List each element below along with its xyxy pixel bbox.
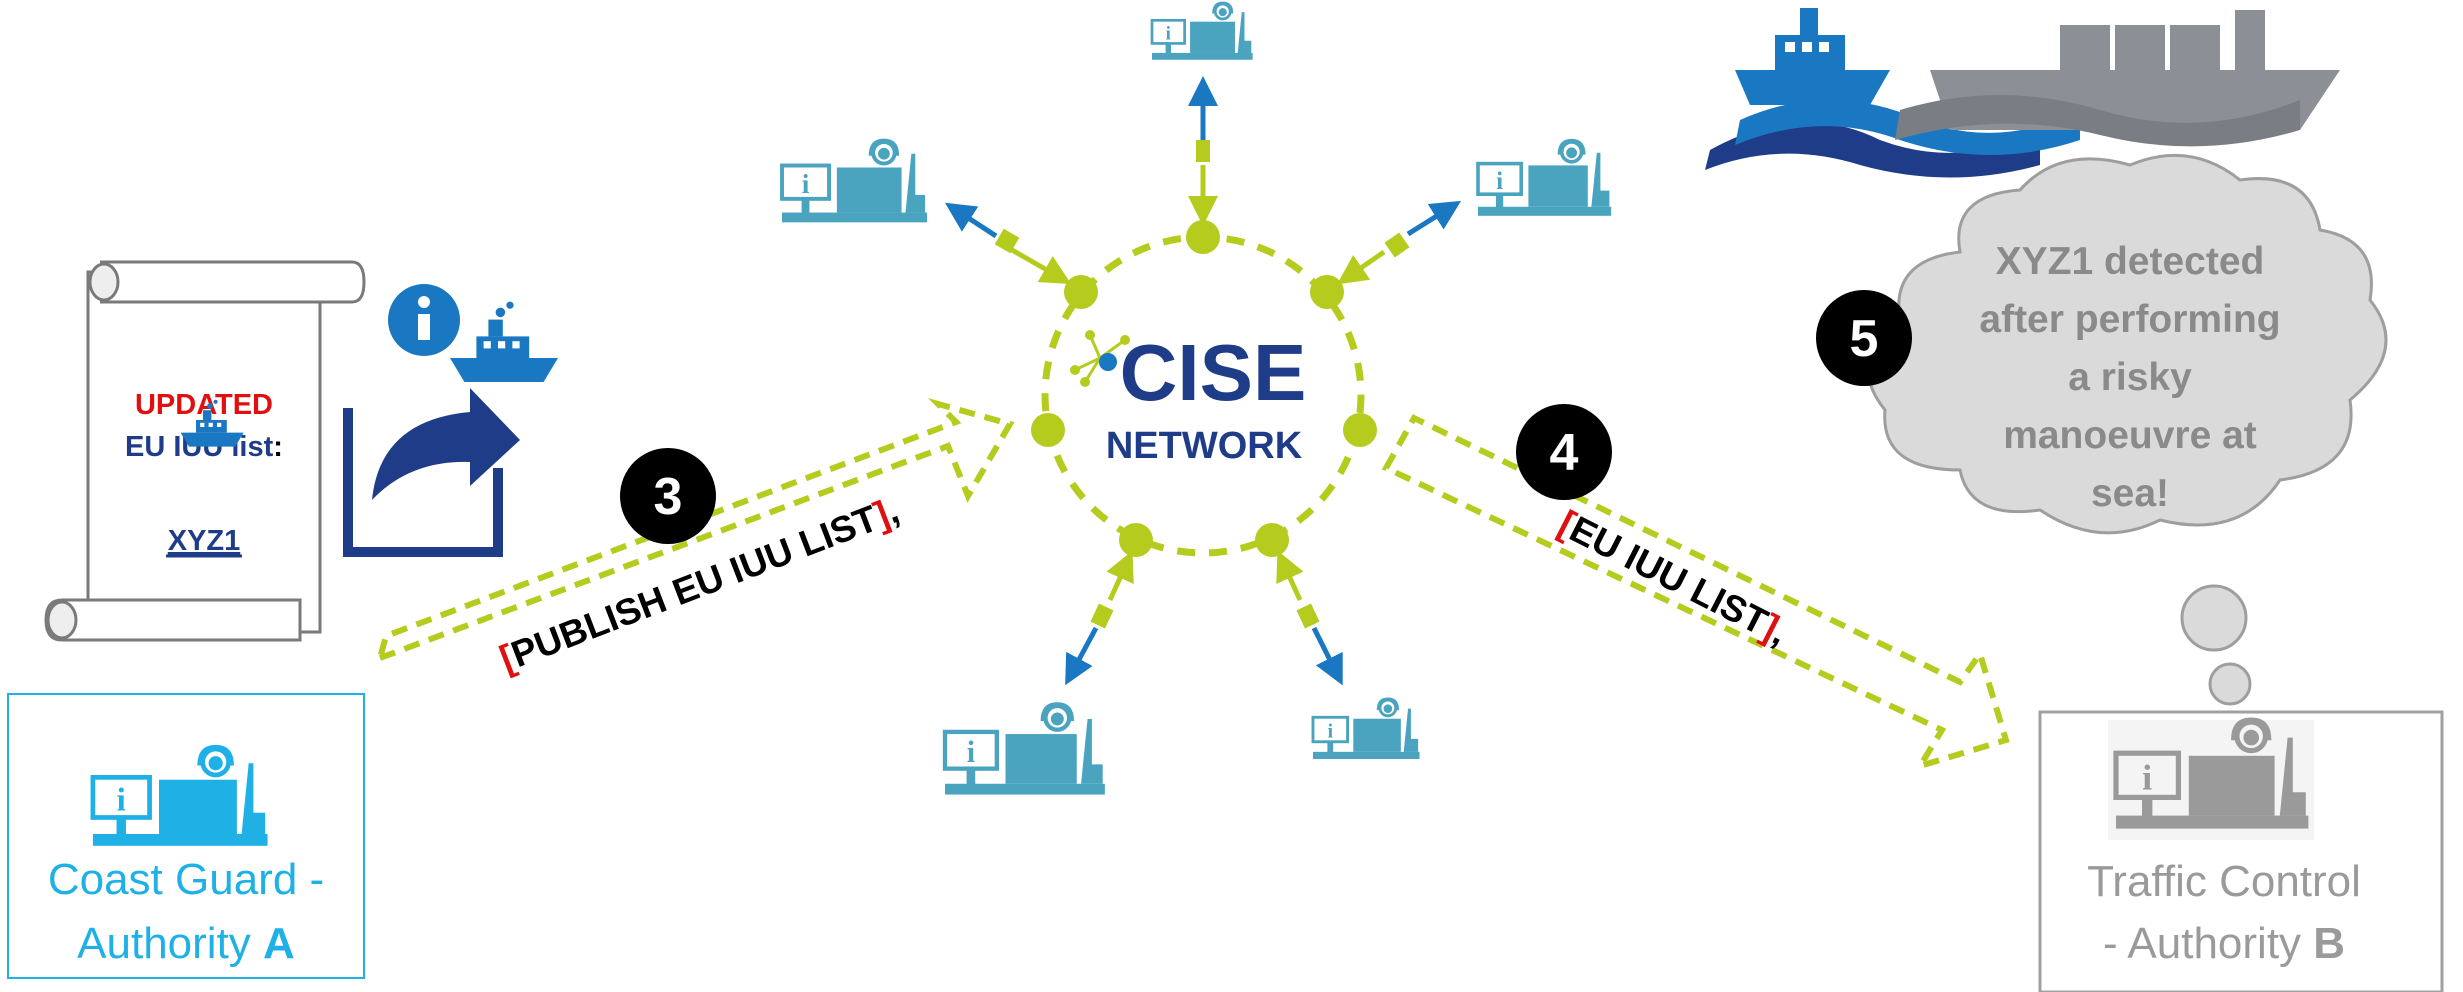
step-4-arrow: [EU IUU LIST], xyxy=(1381,414,2010,772)
scroll-vessel-id: XYZ1 xyxy=(168,525,241,557)
authority-b-node[interactable]: Traffic Control - Authority B xyxy=(2038,710,2444,992)
step-5-line-2: after performing xyxy=(1979,298,2280,341)
step-3-badge: 3 xyxy=(620,448,716,544)
operator-workstation-icon-lower-left[interactable] xyxy=(945,704,1105,795)
scroll-colon: : xyxy=(273,431,283,463)
network-spokes xyxy=(944,76,1462,686)
step-5-line-4: manoeuvre at xyxy=(2003,414,2257,457)
authority-b-prefix: - Authority xyxy=(2103,919,2313,968)
share-icon xyxy=(343,388,520,557)
eu-iuu-list-scroll: UPDATED EU IUU list: XYZ1 xyxy=(44,260,366,642)
step-3-number: 3 xyxy=(654,468,683,526)
authority-b-letter: B xyxy=(2313,919,2345,968)
operator-workstation-icon-upper-right[interactable] xyxy=(1476,138,1613,218)
step-5-number: 5 xyxy=(1850,310,1879,368)
cise-title: CISE xyxy=(1120,328,1307,417)
step-5-badge: 5 xyxy=(1816,290,1912,386)
authority-b-line1: Traffic Control xyxy=(2087,857,2361,906)
authority-a-line1: Coast Guard - xyxy=(48,855,324,904)
step-5-line-5: sea! xyxy=(2091,472,2169,515)
authority-a-node[interactable]: Coast Guard - Authority A xyxy=(7,693,365,979)
step-5-thought-cloud: XYZ1 detected after performing a risky m… xyxy=(1866,153,2388,706)
authority-a-prefix: Authority xyxy=(77,919,263,968)
operator-workstation-icon-lower-right[interactable] xyxy=(1311,697,1421,761)
step-5-line-1: XYZ1 detected xyxy=(1996,240,2265,283)
share-ship-icon xyxy=(450,301,558,382)
cise-logo-icon xyxy=(1070,330,1130,387)
svg-text:[EU IUU LIST],: [EU IUU LIST], xyxy=(1552,503,1794,653)
svg-text:- Authority B: - Authority B xyxy=(2103,919,2345,968)
step-4-number: 4 xyxy=(1550,424,1579,482)
step-5-line-3: a risky xyxy=(2068,356,2192,399)
operator-workstation-icon-top[interactable] xyxy=(1150,1,1255,62)
step-4-badge: 4 xyxy=(1516,404,1612,500)
svg-text:Authority A: Authority A xyxy=(77,919,295,968)
operator-workstation-icon-upper-left[interactable] xyxy=(780,138,929,225)
cise-subtitle: NETWORK xyxy=(1106,425,1303,467)
cise-network-hub: CISE NETWORK xyxy=(1031,220,1377,557)
info-icon xyxy=(388,284,460,356)
ships-illustration xyxy=(1705,8,2340,178)
authority-a-letter: A xyxy=(263,919,295,968)
